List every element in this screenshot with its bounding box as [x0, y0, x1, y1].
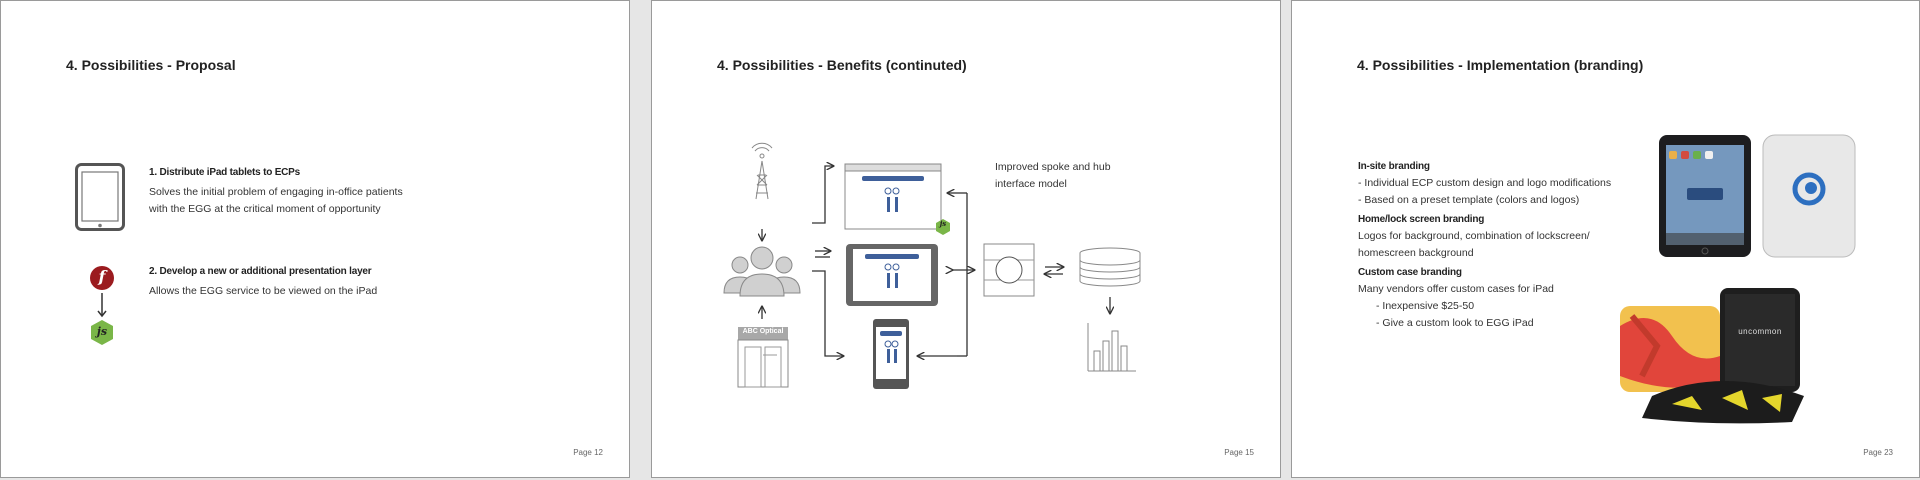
- tablet-icon: [846, 244, 938, 306]
- section-1-line-1: - Individual ECP custom design and logo …: [1358, 177, 1612, 189]
- item-2-text: Allows the EGG service to be viewed on t…: [149, 283, 449, 300]
- item-1-line-2: with the EGG at the critical moment of o…: [149, 203, 381, 215]
- section-2-heading: Home/lock screen branding: [1358, 214, 1485, 225]
- section-3-line-3: - Give a custom look to EGG iPad: [1376, 317, 1534, 329]
- section-3-heading: Custom case branding: [1358, 267, 1462, 278]
- branding-text: In-site branding - Individual ECP custom…: [1358, 161, 1658, 332]
- custom-cases-image: [1620, 288, 1804, 424]
- ipad-front-back-image: [1659, 134, 1856, 258]
- diagram-caption: Improved spoke and hub interface model: [995, 159, 1155, 193]
- slide-title: 4. Possibilities - Proposal: [66, 57, 236, 73]
- page-number: Page 15: [1224, 448, 1254, 457]
- hub-icon: [983, 243, 1035, 297]
- ipad-icon: [75, 163, 125, 231]
- report-chart-icon: [1087, 323, 1136, 372]
- section-3-line-2: - Inexpensive $25-50: [1376, 300, 1475, 312]
- caption-line-2: interface model: [995, 178, 1067, 190]
- item-1-text: Solves the initial problem of engaging i…: [149, 184, 449, 218]
- slide-benefits: 4. Possibilities - Benefits (continuted): [651, 0, 1281, 478]
- slide-title: 4. Possibilities - Implementation (brand…: [1357, 57, 1644, 73]
- database-icon: [1079, 247, 1141, 287]
- case-brand-label: uncommon: [1738, 327, 1782, 336]
- radio-tower-icon: [751, 142, 773, 200]
- phone-icon: [873, 319, 909, 389]
- spoke-hub-diagram: [723, 142, 1141, 389]
- browser-window-icon: [844, 163, 942, 230]
- people-group-icon: [723, 246, 801, 297]
- js-badge-icon: [936, 219, 950, 235]
- item-2-heading: 2. Develop a new or additional presentat…: [149, 266, 372, 277]
- page-number: Page 12: [573, 448, 603, 457]
- f-to-js-diagram: [87, 265, 117, 347]
- page-number: Page 23: [1863, 448, 1893, 457]
- f-logo-icon: f: [98, 267, 106, 286]
- section-1-heading: In-site branding: [1358, 161, 1430, 172]
- js-badge-label: js: [939, 219, 947, 228]
- section-2-line-1: Logos for background, combination of loc…: [1358, 230, 1590, 242]
- section-2-line-2: homescreen background: [1358, 247, 1474, 259]
- store-sign: ABC Optical: [742, 328, 784, 335]
- section-3-line-1: Many vendors offer custom cases for iPad: [1358, 283, 1554, 295]
- item-2-line-1: Allows the EGG service to be viewed on t…: [149, 285, 378, 297]
- item-1-heading: 1. Distribute iPad tablets to ECPs: [149, 167, 301, 178]
- js-logo-icon: js: [96, 325, 108, 338]
- slide-title: 4. Possibilities - Benefits (continuted): [717, 57, 967, 73]
- store-icon: [737, 327, 789, 388]
- slide-implementation: 4. Possibilities - Implementation (brand…: [1291, 0, 1920, 478]
- item-1-line-1: Solves the initial problem of engaging i…: [149, 186, 403, 198]
- caption-line-1: Improved spoke and hub: [995, 161, 1111, 173]
- slide-proposal: 4. Possibilities - Proposal 1. Distribut…: [0, 0, 630, 478]
- section-1-line-2: - Based on a preset template (colors and…: [1358, 194, 1580, 206]
